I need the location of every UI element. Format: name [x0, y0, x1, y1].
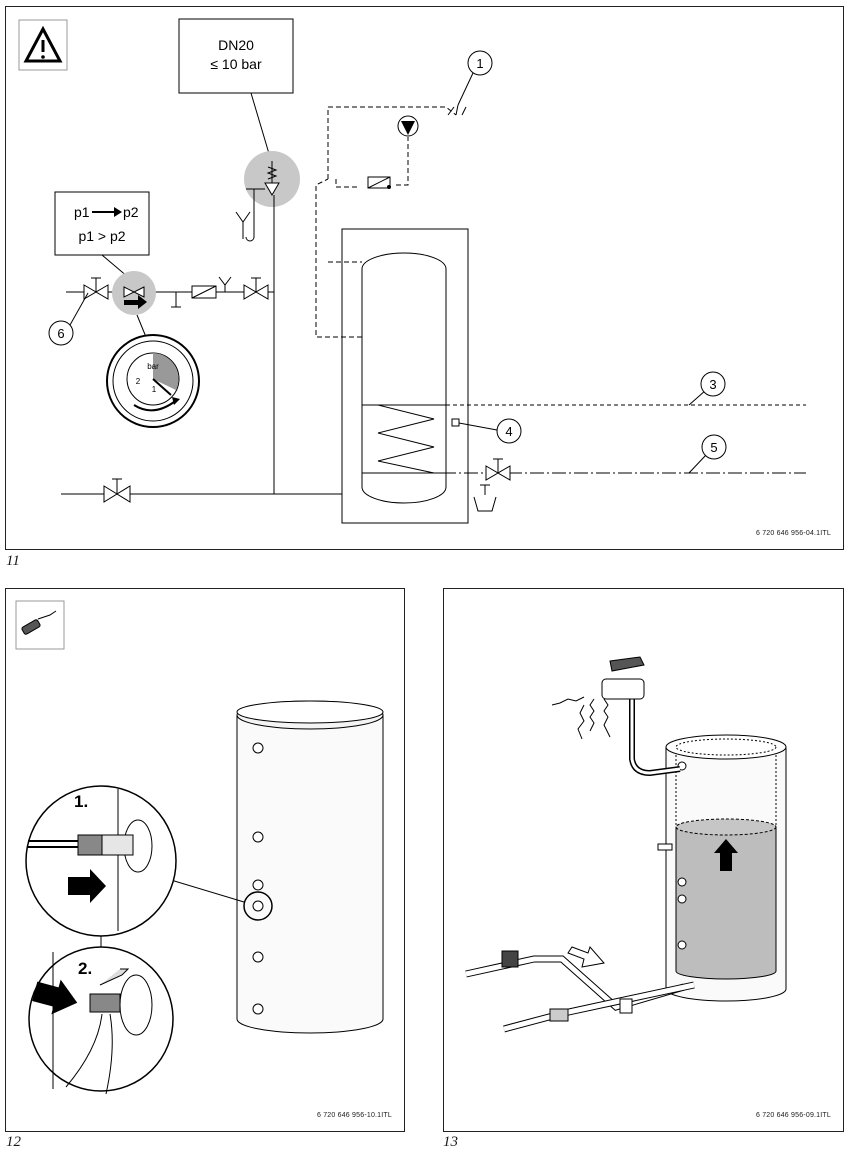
- storage-tank-icon: [361, 252, 447, 504]
- svg-text:3: 3: [709, 377, 716, 392]
- figure-12-code: 6 720 646 956-10.1ITL: [316, 1112, 392, 1119]
- pressure-reducer-box: p1 p2 p1 > p2: [54, 191, 150, 256]
- figure-12-panel: 1. 2. 6 720 646 956-10.1ITL: [5, 588, 405, 1132]
- step-2-label: 2.: [78, 959, 92, 978]
- pressure-p2-label: p2: [123, 204, 139, 220]
- figure-11-code: 6 720 646 956-04.1ITL: [755, 530, 831, 537]
- fill-up-arrow-icon: [714, 839, 738, 871]
- warning-icon: [18, 19, 68, 71]
- callout-1: [467, 50, 493, 76]
- pressure-compare-label: p1 > p2: [78, 228, 125, 244]
- temperature-sensor: [451, 418, 460, 427]
- main-shutoff-valve: [103, 478, 131, 503]
- svg-text:1: 1: [476, 56, 483, 71]
- pressure-gauge-icon: bar 1 2: [106, 334, 200, 428]
- callout-4: [496, 418, 522, 444]
- insert-arrow-icon: [68, 869, 106, 903]
- gauge-unit-label: bar: [147, 362, 159, 371]
- pressure-reducer-highlight: [112, 271, 156, 315]
- step-1-label: 1.: [74, 792, 88, 811]
- sensor-port-highlight: [243, 891, 273, 921]
- pipe-spec-box: DN20 ≤ 10 bar: [178, 18, 294, 94]
- tank-connection-ports: [657, 761, 687, 950]
- storage-tank-icon: [236, 700, 384, 1034]
- pressure-reducer-valve: [123, 286, 145, 298]
- steam-icon: [551, 696, 611, 740]
- figure-11-number: 11: [6, 553, 20, 569]
- figure-13-panel: 6 720 646 956-09.1ITL: [443, 588, 844, 1132]
- svg-text:2: 2: [136, 377, 141, 386]
- figure-13-diagram: [465, 656, 787, 1033]
- callout-3: [700, 371, 726, 397]
- svg-text:5: 5: [710, 440, 717, 455]
- drain-funnel-icon: [235, 188, 255, 242]
- figure-12-diagram: 1. 2.: [15, 600, 384, 1095]
- water-level-surface: [675, 818, 777, 836]
- svg-text:4: 4: [505, 424, 512, 439]
- shutoff-valve-outlet: [243, 277, 269, 300]
- figure-11-panel: DN20 ≤ 10 bar p1 p2 p1 > p2: [5, 6, 844, 550]
- sensor-tool-icon: [15, 600, 65, 650]
- storage-tank-icon: [665, 734, 787, 1002]
- detail-step-2: 2.: [28, 946, 174, 1095]
- callout-5: [701, 434, 727, 460]
- drain-valve-icon: [473, 458, 511, 512]
- flow-arrow-icon: [124, 295, 147, 309]
- figure-12-number: 12: [6, 1134, 21, 1150]
- tank-connection-ports: [252, 742, 264, 1015]
- shutoff-valve-inlet: [83, 277, 109, 300]
- check-valve-icon: [171, 276, 232, 308]
- push-arrow-icon: [32, 979, 78, 1015]
- supply-pipe: [465, 950, 695, 1033]
- hot-water-tap-icon: [601, 656, 681, 777]
- callout-6: [48, 320, 74, 346]
- figure-13-number: 13: [443, 1134, 458, 1150]
- figure-13-code: 6 720 646 956-09.1ITL: [755, 1112, 831, 1119]
- flow-direction-arrow-icon: [567, 946, 605, 968]
- spec-pressure-label: ≤ 10 bar: [210, 56, 262, 72]
- figure-11-diagram: DN20 ≤ 10 bar p1 p2 p1 > p2: [18, 18, 806, 524]
- svg-text:6: 6: [57, 326, 64, 341]
- heating-coil-icon: [362, 404, 806, 474]
- detail-step-1: 1.: [25, 785, 177, 937]
- pressure-p1-label: p1: [74, 204, 90, 220]
- svg-text:1: 1: [152, 385, 157, 394]
- spec-dn-label: DN20: [218, 37, 254, 53]
